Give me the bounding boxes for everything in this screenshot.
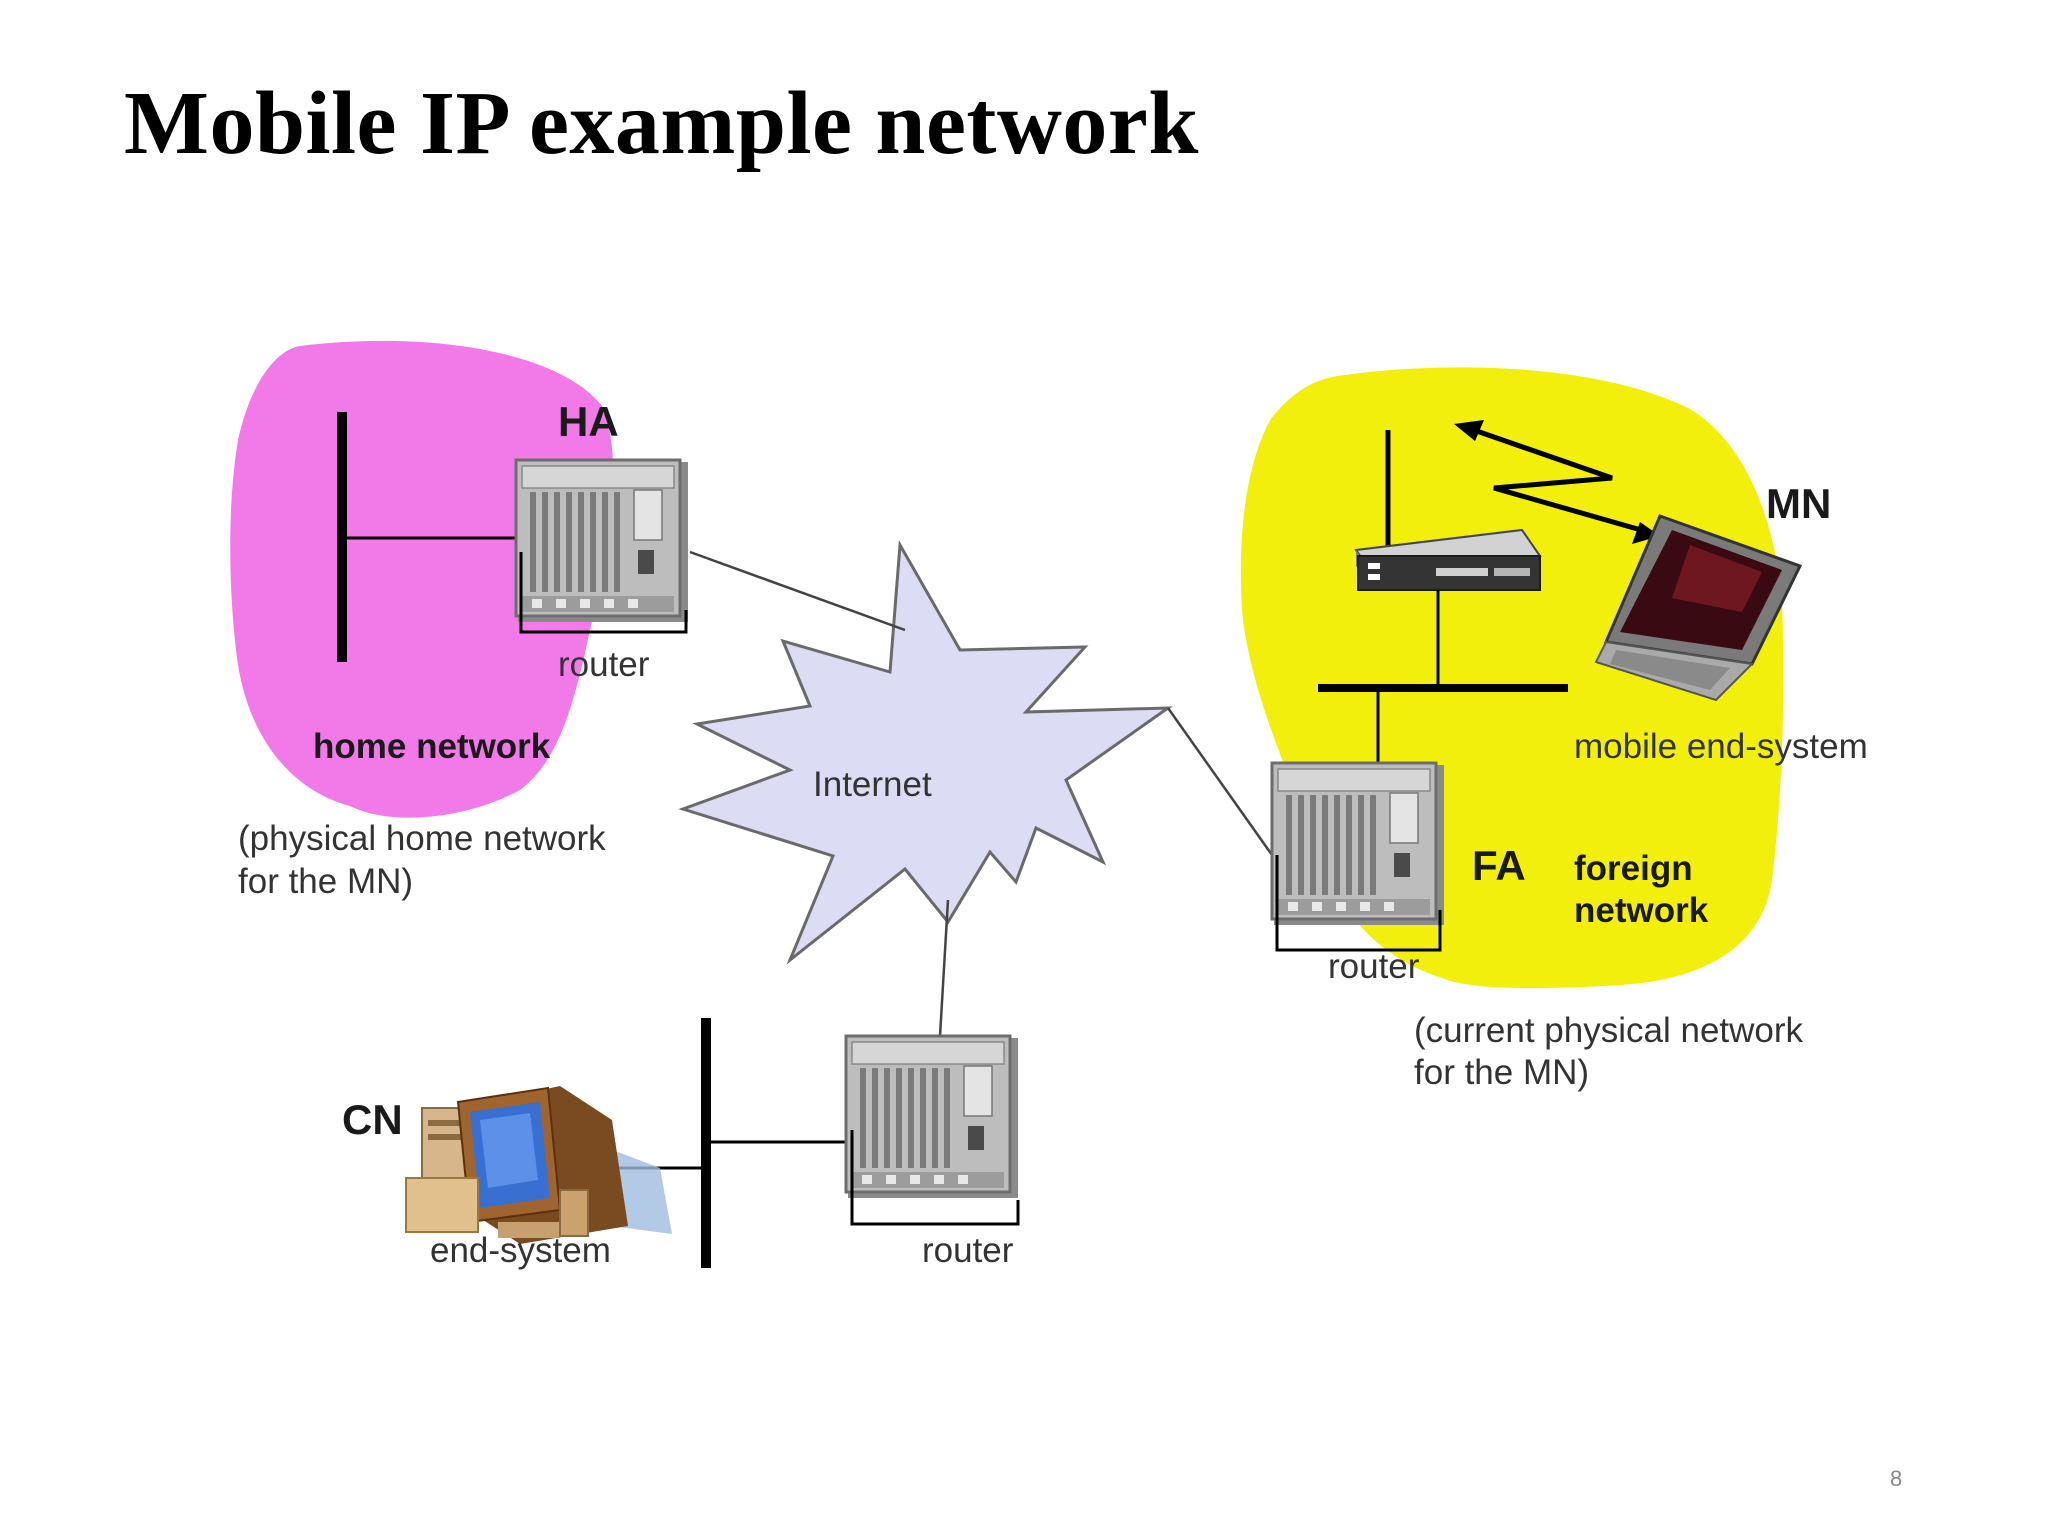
link-ha-internet — [689, 550, 906, 632]
link-internet-fa — [1166, 707, 1274, 856]
cn-router-label: router — [922, 1231, 1014, 1270]
link-internet-cn-router — [938, 899, 950, 1037]
access-point — [1354, 528, 1542, 591]
home-agent-router — [514, 458, 690, 624]
mobile-node-laptop — [1594, 514, 1803, 702]
home-agent-label: HA — [558, 398, 619, 445]
cn-computer — [405, 1086, 672, 1244]
foreign-network-label-line2: network — [1574, 891, 1709, 930]
internet-cloud — [678, 540, 1173, 965]
internet-label: Internet — [813, 765, 932, 804]
foreign-network-caption-line2: for the MN) — [1414, 1053, 1589, 1092]
cn-label: CN — [342, 1096, 403, 1143]
mobile-node-label: MN — [1766, 480, 1831, 527]
home-network-caption-line2: for the MN) — [238, 862, 413, 901]
home-network-label: home network — [313, 727, 551, 766]
foreign-agent-label: FA — [1472, 842, 1526, 889]
foreign-router-label: router — [1328, 947, 1420, 986]
mobile-end-system-label: mobile end-system — [1574, 727, 1868, 766]
wireless-link — [1467, 425, 1649, 535]
home-network-caption-line1: (physical home network — [238, 819, 606, 858]
page-number: 8 — [1890, 1466, 1903, 1491]
slide-title: Mobile IP example network — [124, 74, 1199, 173]
foreign-network-label-line1: foreign — [1574, 849, 1693, 888]
cn-router — [844, 1034, 1020, 1200]
foreign-agent-router — [1270, 761, 1446, 927]
cn-end-system-label: end-system — [430, 1231, 611, 1270]
foreign-network-caption-line1: (current physical network — [1414, 1011, 1804, 1050]
home-router-label: router — [558, 645, 650, 684]
